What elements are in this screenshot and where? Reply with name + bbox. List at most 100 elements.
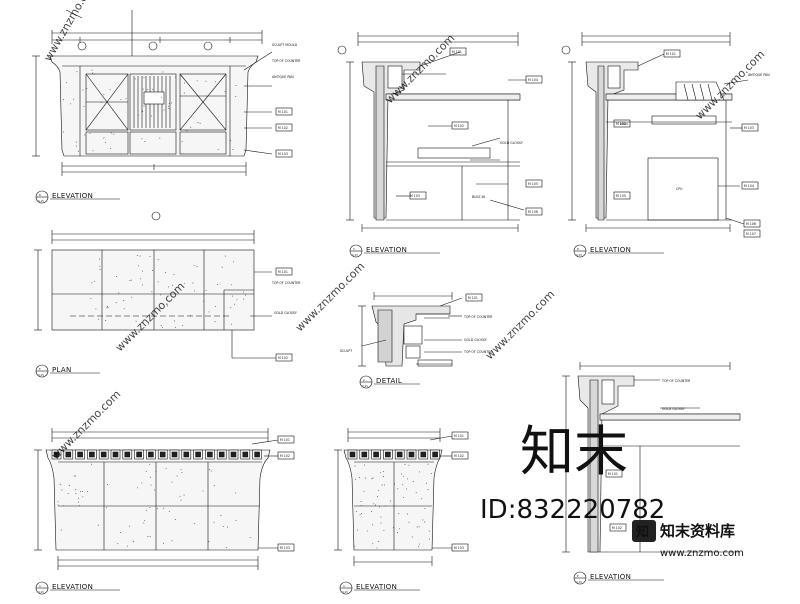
speckle-dot (372, 524, 374, 526)
speckle-dot (208, 311, 210, 313)
speckle-dot (366, 530, 368, 532)
speckle-dot (115, 302, 117, 304)
speckle-dot (168, 511, 170, 513)
speckle-dot (365, 477, 367, 479)
speckle-dot (82, 89, 84, 91)
svg-text:M 102: M 102 (280, 454, 290, 458)
speckle-dot (407, 478, 409, 480)
speckle-dot (190, 126, 192, 128)
speckle-dot (171, 540, 173, 542)
elevation-a2-tick-texts: M 101 M 102 M 103 (454, 434, 464, 550)
dentil-inset (230, 451, 237, 458)
svg-text:M 101: M 101 (278, 270, 288, 274)
svg-text:SCULPT: SCULPT (340, 349, 352, 353)
speckle-dot (139, 255, 141, 257)
svg-text:TOP OF COUNTER: TOP OF COUNTER (463, 315, 493, 319)
svg-text:M 102: M 102 (454, 454, 464, 458)
elevation-d-title: ELEVATION (590, 246, 631, 254)
speckle-dot (168, 103, 170, 105)
speckle-dot (152, 88, 154, 90)
speckle-dot (130, 296, 132, 298)
speckle-dot (140, 278, 142, 280)
svg-text:M 105: M 105 (616, 194, 626, 198)
speckle-dot (135, 320, 137, 322)
speckle-dot (93, 73, 95, 75)
svg-text:M 102: M 102 (454, 124, 464, 128)
svg-text:TOP OF COUNTER: TOP OF COUNTER (271, 281, 301, 285)
speckle-dot (161, 96, 163, 98)
detail-marker-letter: A (363, 378, 365, 382)
speckle-dot (168, 108, 170, 109)
speckle-dot (156, 508, 158, 510)
speckle-dot (222, 525, 224, 527)
svg-text:GOLD GLOSSY: GOLD GLOSSY (274, 311, 297, 315)
speckle-dot (383, 529, 385, 531)
speckle-dot (60, 529, 62, 531)
speckle-dot (150, 476, 151, 478)
watermark-brand-badge: 知 知末资料库 www.znzmo.com (632, 520, 744, 559)
speckle-dot (137, 487, 138, 489)
speckle-dot (235, 519, 237, 521)
speckle-dot (203, 300, 205, 302)
elevation-a2-marker-sheet: 3-15 (342, 590, 348, 594)
speckle-dot (163, 542, 165, 544)
speckle-dot (171, 102, 173, 104)
speckle-dot (376, 547, 378, 549)
elevation-b-marker-sheet: 3-15 (38, 199, 44, 203)
speckle-dot (192, 282, 194, 284)
speckle-dot (397, 532, 399, 533)
svg-text:GOLD GLOSSY: GOLD GLOSSY (500, 141, 523, 145)
speckle-dot (83, 105, 85, 107)
svg-text:SCULPT MOULD: SCULPT MOULD (272, 43, 298, 47)
speckle-dot (401, 473, 403, 475)
svg-text:M 101: M 101 (454, 434, 464, 438)
speckle-dot (67, 493, 69, 495)
dentil-inset (218, 451, 225, 458)
speckle-dot (113, 133, 115, 135)
svg-text:M 106: M 106 (528, 210, 538, 214)
watermark-id-text: ID:832220782 (480, 495, 665, 525)
speckle-dot (99, 265, 101, 267)
speckle-dot (180, 499, 182, 501)
dentil-inset (361, 451, 368, 458)
watermark-diagonal-text: www.znzmo.com (41, 0, 98, 64)
speckle-dot (360, 501, 362, 503)
speckle-dot (107, 306, 109, 307)
speckle-dot (383, 484, 385, 486)
speckle-dot (356, 529, 358, 531)
speckle-dot (78, 501, 80, 503)
speckle-dot (149, 506, 151, 508)
elevation-c-marker-letter: C (353, 247, 355, 251)
elevation-d-tick-texts: M 101 M 102 M 103 M 104 M 105 M 106 M 10… (616, 52, 770, 236)
watermark-diagonal-text: www.znzmo.com (483, 288, 557, 362)
speckle-dot (398, 513, 400, 515)
speckle-dot (107, 484, 109, 485)
speckle-dot (411, 536, 413, 538)
svg-text:M 101: M 101 (280, 438, 290, 442)
speckle-dot (150, 484, 152, 486)
speckle-dot (172, 284, 174, 286)
speckle-dot (157, 259, 159, 261)
speckle-dot (160, 294, 162, 296)
dentil-inset (408, 451, 415, 458)
speckle-dot (205, 289, 207, 291)
brand-url: www.znzmo.com (660, 548, 744, 559)
speckle-dot (123, 308, 125, 310)
svg-text:M 106: M 106 (746, 222, 756, 226)
speckle-dot (380, 516, 382, 518)
elevation-b-title: ELEVATION (52, 192, 93, 200)
speckle-dot (371, 511, 373, 512)
detail-marker-sheet: 3-15 (362, 384, 368, 388)
speckle-dot (129, 525, 130, 527)
speckle-dot (377, 541, 379, 542)
speckle-dot (90, 463, 92, 465)
speckle-dot (141, 284, 143, 286)
speckle-dot (235, 85, 237, 86)
svg-text:M 101: M 101 (452, 50, 462, 54)
speckle-dot (230, 284, 232, 286)
speckle-dot (76, 71, 78, 73)
speckle-dot (117, 543, 119, 545)
svg-text:M 102: M 102 (612, 526, 622, 530)
svg-text:TOP OF COUNTER: TOP OF COUNTER (463, 350, 493, 354)
speckle-dot (397, 488, 399, 490)
